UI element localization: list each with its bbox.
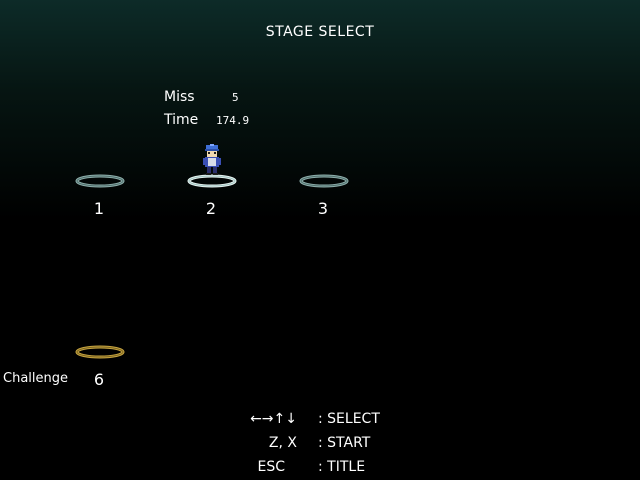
stage-1-number: 1: [93, 199, 105, 218]
stage-2-pad[interactable]: [186, 172, 238, 190]
control-keys-esc: ESC: [257, 459, 285, 475]
control-keys-arrows: ←→↑↓: [250, 411, 297, 427]
control-action-title: : TITLE: [318, 459, 366, 475]
challenge-label: Challenge: [3, 371, 68, 386]
control-action-start: : START: [318, 435, 371, 451]
miss-label: Miss: [164, 89, 195, 105]
stage-3-pad[interactable]: [298, 172, 350, 190]
stage-2-number: 2: [205, 199, 217, 218]
screen-title: STAGE SELECT: [265, 24, 375, 40]
stage-1-pad[interactable]: [74, 172, 126, 190]
miss-value: 5: [232, 91, 239, 104]
control-action-select: : SELECT: [318, 411, 380, 427]
control-keys-zx: Z, X: [268, 435, 297, 451]
stage-3-number: 3: [317, 199, 329, 218]
player-character-sprite: [203, 144, 221, 175]
challenge-stage-number: 6: [93, 370, 105, 389]
time-label: Time: [164, 112, 199, 128]
challenge-stage-pad[interactable]: [74, 343, 126, 361]
time-value: 174.9: [216, 114, 250, 127]
